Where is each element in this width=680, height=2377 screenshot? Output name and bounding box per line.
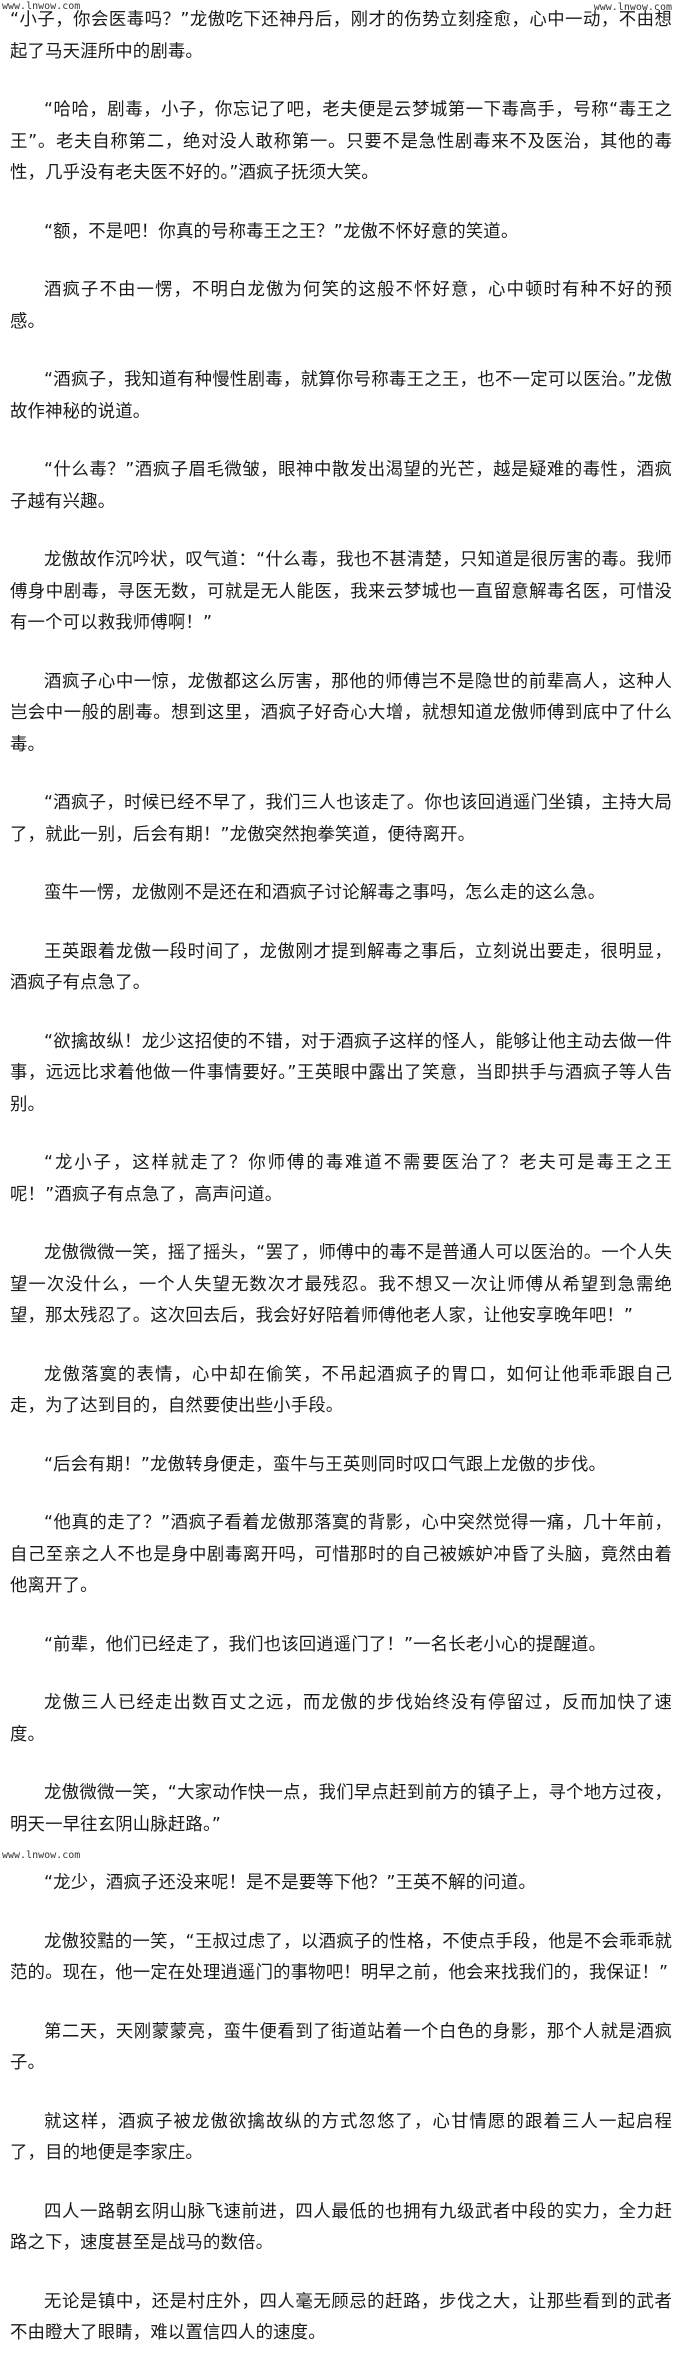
- watermark-top-left: www.lnwow.com: [2, 1, 81, 12]
- paragraph-15: 龙傲落寞的表情，心中却在偷笑，不吊起酒疯子的胃口，如何让他乖乖跟自己走，为了达到…: [10, 1364, 672, 1417]
- paragraph-4: 酒疯子不由一愣，不明白龙傲为何笑的这般不怀好意，心中顿时有种不好的预感。: [10, 280, 672, 332]
- paragraph-5: “酒疯子，我知道有种慢性剧毒，就算你号称毒王之王，也不一定可以医治。”龙傲故作神…: [10, 370, 672, 422]
- paragraph-7: 龙傲故作沉吟状，叹气道：“什么毒，我也不甚清楚，只知道是很厉害的毒。我师傅身中剧…: [10, 550, 672, 633]
- watermark-bottom-left: www.lnwow.com: [2, 1850, 81, 1861]
- paragraph-10: 蛮牛一愣，龙傲刚不是还在和酒疯子讨论解毒之事吗，怎么走的这么急。: [44, 883, 606, 903]
- paragraph-17: “他真的走了？”酒疯子看着龙傲那落寞的背影，心中突然觉得一痛，几十年前，自己至亲…: [10, 1513, 672, 1596]
- paragraph-6: “什么毒？”酒疯子眉毛微皱，眼神中散发出渴望的光芒，越是疑难的毒性，酒疯子越有兴…: [10, 460, 672, 512]
- paragraph-2: “哈哈，剧毒，小子，你忘记了吧，老夫便是云梦城第一下毒高手，号称“毒王之王”。老…: [10, 100, 672, 183]
- paragraph-11: 王英跟着龙傲一段时间了，龙傲刚才提到解毒之事后，立刻说出要走，很明显，酒疯子有点…: [10, 941, 672, 994]
- paragraph-3: “额，不是吧！你真的号称毒王之王？”龙傲不怀好意的笑道。: [44, 221, 519, 242]
- paragraph-23: 第二天，天刚蒙蒙亮，蛮牛便看到了街道站着一个白色的身影，那个人就是酒疯子。: [10, 2021, 672, 2074]
- watermark-top-right: www.lnwow.com: [593, 2, 672, 13]
- paragraph-16: “后会有期！”龙傲转身便走，蛮牛与王英则同时叹口气跟上龙傲的步伐。: [44, 1454, 607, 1475]
- paragraph-25: 四人一路朝玄阴山脉飞速前进，四人最低的也拥有九级武者中段的实力，全力赶路之下，速…: [10, 2201, 672, 2254]
- paragraph-26: 无论是镇中，还是村庄外，四人毫无顾忌的赶路，步伐之大，让那些看到的武者不由瞪大了…: [10, 2291, 672, 2344]
- article-body: “小子，你会医毒吗？”龙傲吃下还神丹后，刚才的伤势立刻痊愈，心中一动，不由想起了…: [10, 5, 672, 2377]
- paragraph-20: 龙傲微微一笑，“大家动作快一点，我们早点赶到前方的镇子上，寻个地方过夜，明天一早…: [10, 1783, 672, 1835]
- paragraph-12: “欲擒故纵！龙少这招使的不错，对于酒疯子这样的怪人，能够让他主动去做一件事，远远…: [10, 1031, 672, 1115]
- paragraph-1: “小子，你会医毒吗？”龙傲吃下还神丹后，刚才的伤势立刻痊愈，心中一动，不由想起了…: [10, 10, 672, 62]
- paragraph-8: 酒疯子心中一惊，龙傲都这么厉害，那他的师傅岂不是隐世的前辈高人，这种人岂会中一般…: [10, 671, 672, 755]
- paragraph-21: “龙少，酒疯子还没来呢！是不是要等下他？”王英不解的问道。: [44, 1873, 536, 1893]
- paragraph-9: “酒疯子，时候已经不早了，我们三人也该走了。你也该回逍遥门坐镇，主持大局了，就此…: [10, 793, 672, 845]
- paragraph-19: 龙傲三人已经走出数百丈之远，而龙傲的步伐始终没有停留过，反而加快了速度。: [10, 1693, 672, 1745]
- paragraph-24: 就这样，酒疯子被龙傲欲擒故纵的方式忽悠了，心甘情愿的跟着三人一起启程了，目的地便…: [10, 2111, 672, 2164]
- paragraph-22: 龙傲狡黠的一笑，“王叔过虑了，以酒疯子的性格，不使点手段，他是不会乖乖就范的。现…: [10, 1931, 672, 1984]
- paragraph-18: “前辈，他们已经走了，我们也该回逍遥门了！”一名长老小心的提醒道。: [44, 1634, 607, 1655]
- paragraph-14: 龙傲微微一笑，摇了摇头，“罢了，师傅中的毒不是普通人可以医治的。一个人失望一次没…: [10, 1243, 672, 1326]
- paragraph-13: “龙小子，这样就走了？你师傅的毒难道不需要医治了？老夫可是毒王之王呢！”酒疯子有…: [10, 1153, 672, 1205]
